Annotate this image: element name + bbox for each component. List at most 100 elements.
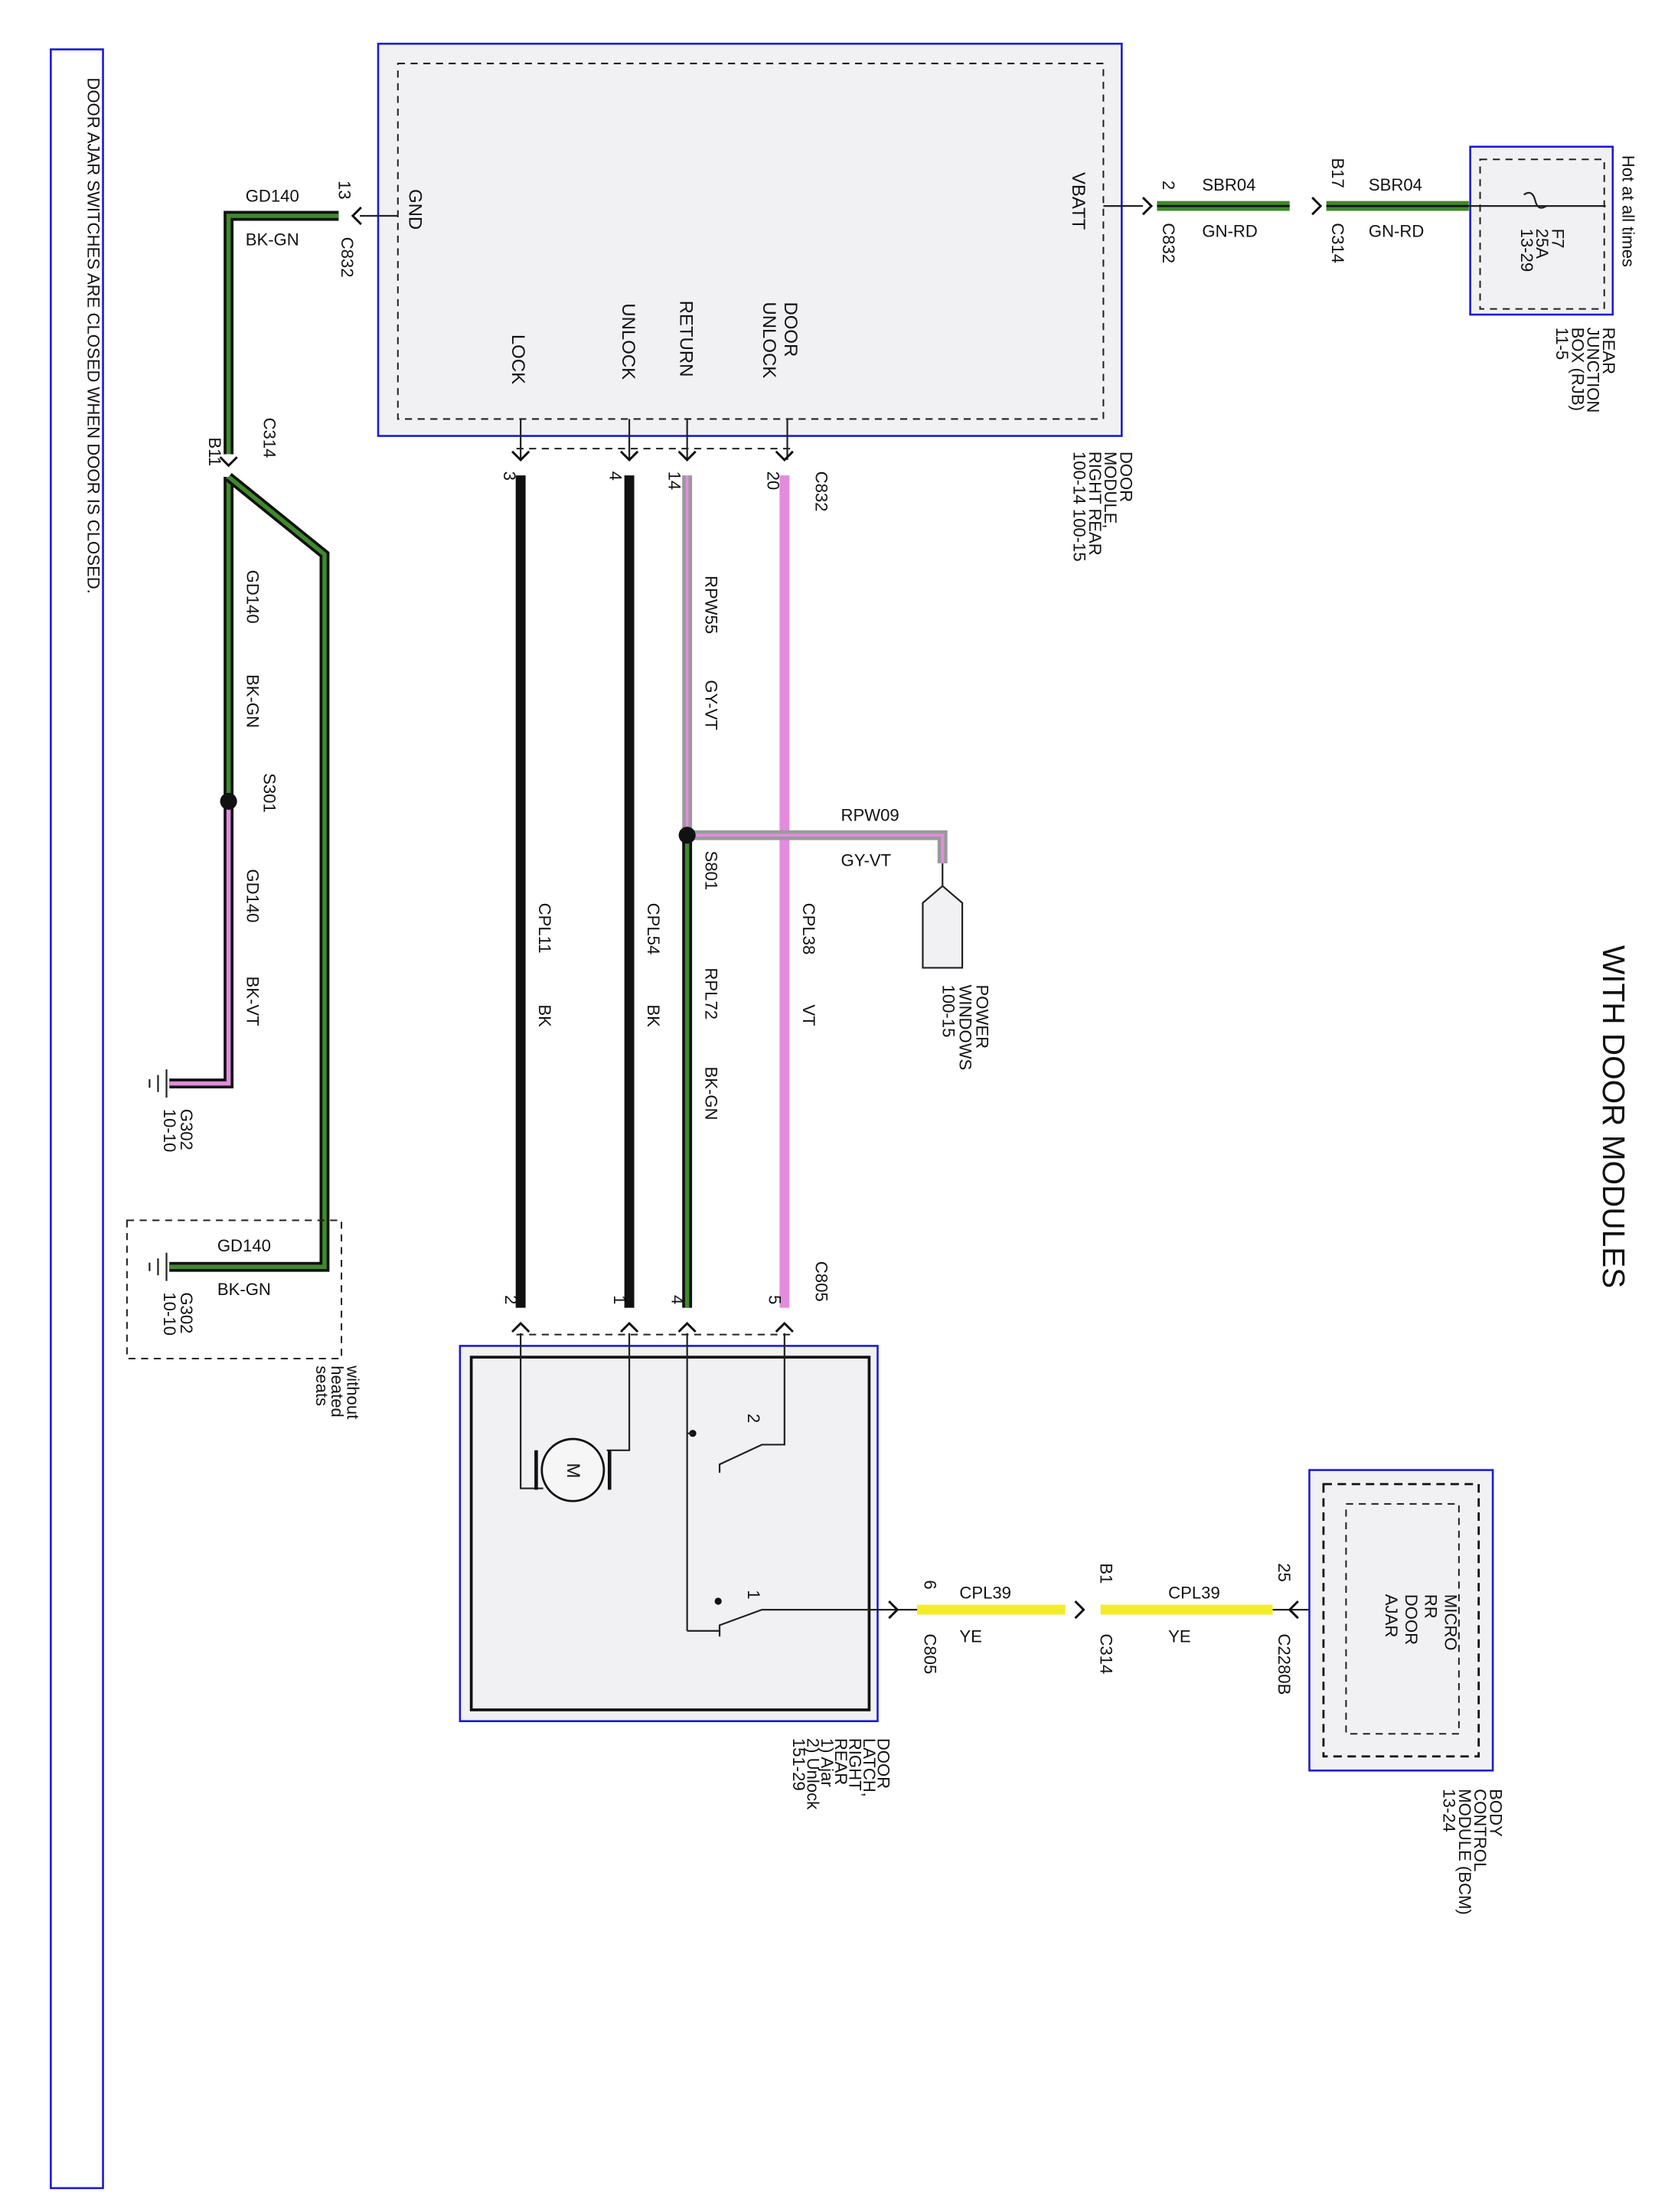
rjb-label-line-3: 11-5 xyxy=(1552,328,1572,361)
splice-s801 xyxy=(678,827,696,844)
pin-14: 14 xyxy=(665,471,684,491)
pin-b17: B17 xyxy=(1328,158,1347,188)
connector-c832-gnd: C832 xyxy=(338,237,357,278)
wire-rpw09-core xyxy=(687,834,945,864)
connector-c832-vbatt: C832 xyxy=(1159,223,1178,263)
door-latch-label-line-3: REAR xyxy=(831,1738,850,1785)
switch-2-label: 2 xyxy=(744,1414,763,1423)
connector-arrow-top-0 xyxy=(511,450,530,462)
fuse-f7-line-2: 13-29 xyxy=(1517,229,1536,272)
wire-gd140-ground xyxy=(169,210,339,1272)
rjb-inner xyxy=(1479,158,1605,310)
wire-cpl11-color: BK xyxy=(535,1004,554,1027)
door-module-label-line-1: MODULE, xyxy=(1101,452,1120,529)
wire-rpl72-color: BK-GN xyxy=(702,1066,721,1120)
connector-arrow-top-3 xyxy=(775,450,794,462)
pin-label-lock: LOCK xyxy=(508,334,528,384)
connector-arrow-latch-1 xyxy=(619,1321,639,1333)
connector-c314-ajar: C314 xyxy=(1097,1633,1116,1674)
bcm-inner-line-2: DOOR xyxy=(1402,1594,1421,1645)
bcm-label-line-0: BODY xyxy=(1486,1789,1505,1837)
power-windows-symbol xyxy=(922,863,964,969)
wire-rpw55-color: GY-VT xyxy=(702,680,721,730)
connector-c832-signals: C832 xyxy=(811,471,831,512)
pin-label-door: DOOR xyxy=(780,302,801,357)
wire-cpl39-b-circuit: CPL39 xyxy=(1168,1583,1220,1602)
rjb-label-line-0: REAR xyxy=(1599,328,1618,374)
without-heated-seats-box xyxy=(126,1219,343,1360)
connector-arrow-latch-0 xyxy=(511,1321,530,1333)
wire-cpl38-circuit: CPL38 xyxy=(799,903,818,955)
door-latch-label-line-2: RIGHT xyxy=(846,1738,865,1791)
pin-6: 6 xyxy=(920,1580,939,1589)
door-latch-label-line-1: LATCH, xyxy=(860,1738,879,1797)
wire-gd140-top-circuit: GD140 xyxy=(246,187,299,206)
connector-arrow-b11 xyxy=(219,456,238,468)
wire-cpl38-color: VT xyxy=(799,1004,818,1026)
power-windows-line-0: POWER xyxy=(972,985,991,1049)
wire-sbr04-a-circuit: SBR04 xyxy=(1202,175,1255,194)
pin-13: 13 xyxy=(335,181,354,200)
splice-s301 xyxy=(220,792,237,810)
fuse-f7-line-0: F7 xyxy=(1549,229,1568,249)
splice-s801-label: S801 xyxy=(702,850,721,890)
note-frame xyxy=(50,48,104,2190)
wire-sbr04-b-circuit: SBR04 xyxy=(1369,175,1422,194)
without-heated-line-2: seats xyxy=(312,1365,331,1406)
connector-arrow-top-1 xyxy=(619,450,639,462)
ground-symbol-b xyxy=(149,1252,168,1281)
bcm-label-line-2: MODULE (BCM) xyxy=(1455,1789,1474,1915)
door-module-label-line-3: 100-14 100-15 xyxy=(1070,452,1089,562)
switch-2-icon xyxy=(718,1333,785,1473)
diagram-title: WITH DOOR MODULES xyxy=(1596,945,1631,1288)
door-latch-label-line-6: 151-29 xyxy=(789,1738,808,1791)
wire-cpl39-a-circuit: CPL39 xyxy=(959,1583,1011,1602)
connector-arrow-top-2 xyxy=(677,450,697,462)
connector-arrow-latch-2 xyxy=(677,1321,697,1333)
bcm-inner-line-1: RR xyxy=(1422,1594,1441,1619)
pin-b1: B1 xyxy=(1097,1563,1116,1584)
wire-gd140-mid-circuit: GD140 xyxy=(243,570,263,624)
latch-pin-2: 2 xyxy=(501,1295,521,1304)
ground-g302-a-page: 10-10 xyxy=(160,1109,179,1153)
wire-gd140-bot-circuit: GD140 xyxy=(217,1236,271,1255)
rjb-box xyxy=(1469,145,1614,316)
latch-pin-5: 5 xyxy=(765,1295,785,1304)
wire-cpl11-circuit: CPL11 xyxy=(535,903,554,954)
wire-rpw55-circuit: RPW55 xyxy=(702,576,721,634)
door-latch-inner xyxy=(469,1356,871,1711)
wire-gd140-vt-color: BK-VT xyxy=(243,976,263,1026)
door-latch-label-line-4: 1) Ajar xyxy=(818,1738,837,1787)
ground-g302-b-id: G302 xyxy=(177,1292,196,1333)
door-module-box xyxy=(377,42,1123,437)
connector-c805-ajar: C805 xyxy=(920,1633,939,1674)
door-latch-label-line-5: 2) Unlock xyxy=(803,1738,822,1810)
connector-arrow-b17 xyxy=(1311,197,1323,216)
wire-sbr04-a-color: GN-RD xyxy=(1202,222,1257,241)
pin-label-gnd: GND xyxy=(405,189,426,230)
motor-icon xyxy=(540,1437,606,1502)
pin-label-vbatt: VBATT xyxy=(1068,172,1089,230)
note-text: DOOR AJAR SWITCHES ARE CLOSED WHEN DOOR … xyxy=(83,77,103,593)
connector-c805-latch: C805 xyxy=(811,1261,831,1302)
wire-gd140-bot-color: BK-GN xyxy=(217,1280,271,1299)
pin-label-door-unlock: UNLOCK xyxy=(759,302,779,378)
connector-c314-ground: C314 xyxy=(260,418,279,458)
fuse-f7-line-1: 25A xyxy=(1533,229,1552,259)
connector-arrow-c805 xyxy=(888,1600,899,1620)
bcm-box xyxy=(1308,1469,1494,1772)
wire-gd140-vt-circuit: GD140 xyxy=(243,869,263,922)
without-heated-line-0: without xyxy=(343,1365,362,1419)
rjb-label-line-1: JUNCTION xyxy=(1584,328,1603,413)
wire-rpw09-color: GY-VT xyxy=(841,851,892,870)
splice-s301-label: S301 xyxy=(260,773,279,813)
wire-cpl54-color: BK xyxy=(644,1004,663,1027)
latch-pin-1: 1 xyxy=(610,1295,629,1304)
connector-arrow-latch-3 xyxy=(775,1321,794,1333)
without-heated-line-1: heated xyxy=(328,1365,347,1418)
